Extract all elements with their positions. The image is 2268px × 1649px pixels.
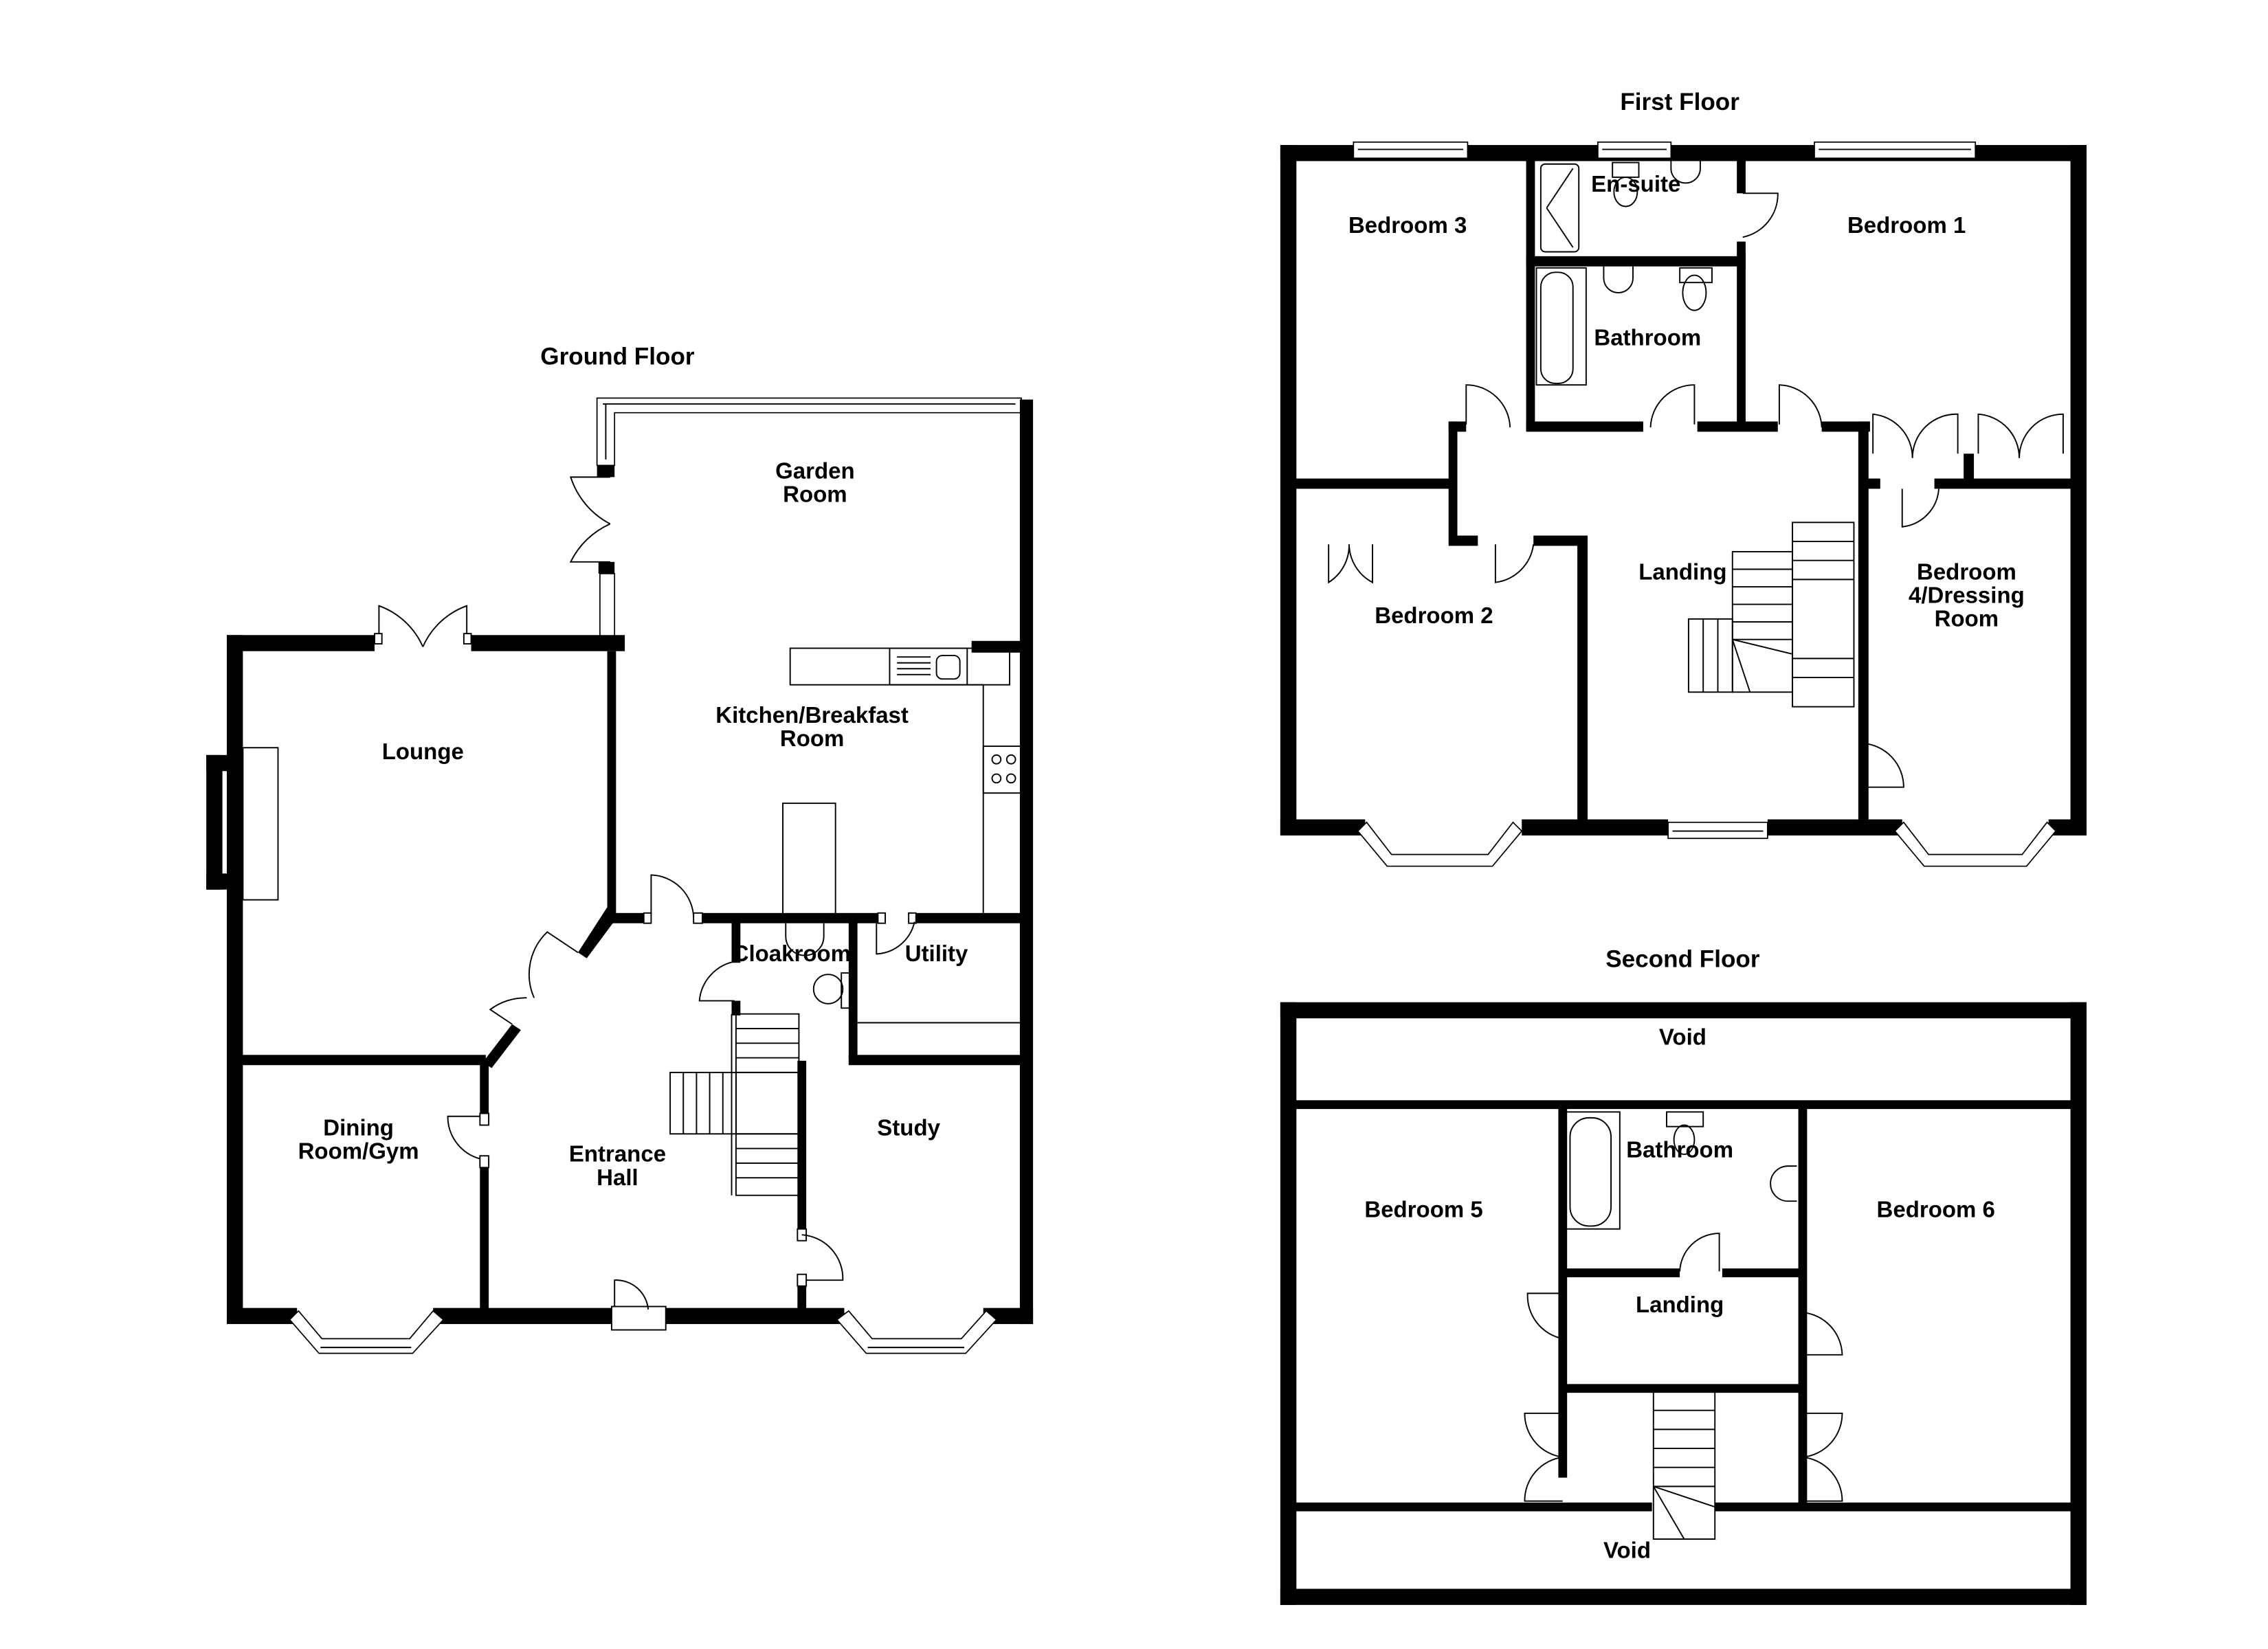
bedroom1-wardrobe-doors[interactable] <box>1872 413 2064 458</box>
room-label-bathroom2: Bathroom <box>1626 1136 1733 1162</box>
ensuite-fixtures <box>1539 158 1701 253</box>
bath-icon <box>1565 1111 1621 1230</box>
lounge-north-wall <box>227 635 375 651</box>
second-bathroom-fixtures <box>1565 1111 1797 1230</box>
room-label-landing: Landing <box>1638 559 1726 584</box>
room-label-bedroom5: Bedroom 5 <box>1364 1197 1482 1222</box>
first-floor-title: First Floor <box>1620 89 1739 115</box>
room-label-study: Study <box>877 1114 940 1140</box>
utility-door[interactable] <box>876 912 917 955</box>
room-label-bedroom2: Bedroom 2 <box>1375 603 1493 628</box>
bedroom6-door[interactable] <box>1802 1312 1843 1356</box>
bedroom3-bedroom2-wall <box>1293 478 1455 489</box>
bath-icon <box>1535 267 1587 386</box>
room-label-ensuite: En-suite <box>1591 171 1680 197</box>
room-label-lounge: Lounge <box>382 739 464 764</box>
cloakroom-door[interactable] <box>698 961 737 1002</box>
bathroom2-door[interactable] <box>1679 1233 1720 1272</box>
kitchen-island <box>782 803 836 915</box>
room-label-void-bottom: Void <box>1603 1538 1651 1563</box>
sink-icon <box>889 647 968 686</box>
kitchen-worktop <box>782 647 1023 915</box>
landing-window <box>1667 821 1768 840</box>
bedroom1-door[interactable] <box>1778 384 1823 427</box>
second-floor-title: Second Floor <box>1605 946 1760 973</box>
garden-room-french-doors[interactable] <box>569 476 611 563</box>
void-top-wall <box>1293 1100 2074 1110</box>
utility-study-wall <box>848 1055 1025 1066</box>
first-staircase[interactable] <box>1687 521 1855 708</box>
first-floor: First Floor <box>1280 89 2087 867</box>
study-bay-window <box>836 1310 998 1354</box>
second-south-wall <box>1280 1589 2087 1605</box>
second-east-wall <box>2070 1002 2087 1605</box>
kitchen-door[interactable] <box>643 874 703 924</box>
second-floor: Second Floor <box>1280 946 2087 1605</box>
garden-room-glazing <box>596 397 1022 639</box>
study-door[interactable] <box>797 1228 844 1287</box>
ensuite-door[interactable] <box>1742 192 1779 238</box>
second-staircase[interactable] <box>1652 1389 1716 1540</box>
room-label-void-top: Void <box>1659 1024 1706 1049</box>
bedroom2-wardrobe-doors[interactable] <box>1328 544 1373 584</box>
first-east-wall <box>2070 145 2087 835</box>
first-west-wall <box>1280 145 1297 835</box>
second-west-wall <box>1280 1002 1297 1605</box>
fireplace <box>242 747 279 901</box>
lounge-double-doors[interactable] <box>489 931 579 1025</box>
toilet-icon <box>1666 1111 1704 1128</box>
room-label-bedroom3: Bedroom 3 <box>1348 212 1467 238</box>
bedroom5-door[interactable] <box>1526 1292 1563 1340</box>
ground-south-wall <box>227 1308 298 1325</box>
front-door[interactable] <box>610 1279 667 1331</box>
bedroom4-door[interactable] <box>1901 489 1939 528</box>
room-label-cloakroom: Cloakroom <box>733 941 851 966</box>
bedroom3-door[interactable] <box>1465 384 1511 428</box>
bedroom5-wardrobe-doors[interactable] <box>1524 1412 1563 1502</box>
bedroom4-bay-window <box>1893 821 2057 867</box>
room-label-bedroom6: Bedroom 6 <box>1877 1197 1995 1222</box>
lounge-west-wall <box>227 635 243 1323</box>
bedroom2-door[interactable] <box>1494 544 1535 583</box>
dining-room-door[interactable] <box>447 1112 490 1169</box>
shower-icon <box>1539 163 1580 253</box>
ground-floor-title: Ground Floor <box>540 343 695 370</box>
lounge-dining-wall <box>240 1055 486 1066</box>
bedroom4-landing-door[interactable] <box>1863 742 1904 788</box>
room-label-utility: Utility <box>905 941 968 966</box>
ground-east-wall <box>1019 399 1034 1325</box>
dining-bay-window <box>289 1310 445 1354</box>
ground-staircase[interactable] <box>669 1013 800 1196</box>
cloakroom-fixtures <box>785 923 854 1009</box>
second-north-wall <box>1280 1002 2087 1019</box>
room-label-bedroom1: Bedroom 1 <box>1847 212 1966 238</box>
hob-icon <box>982 745 1023 794</box>
room-label-bathroom: Bathroom <box>1594 325 1701 350</box>
bathroom-door[interactable] <box>1649 384 1696 428</box>
void-bottom-wall <box>1293 1502 1652 1512</box>
lounge-french-doors[interactable] <box>374 605 472 647</box>
bedroom6-wardrobe-doors[interactable] <box>1802 1412 1843 1502</box>
ground-floor: Ground Floor <box>206 343 1034 1354</box>
first-north-windows <box>1353 141 1977 159</box>
basin-icon <box>1770 1165 1797 1202</box>
room-label-landing2: Landing <box>1636 1292 1724 1317</box>
bathroom-fixtures <box>1535 266 1713 386</box>
bedroom2-bay-window <box>1357 821 1523 867</box>
